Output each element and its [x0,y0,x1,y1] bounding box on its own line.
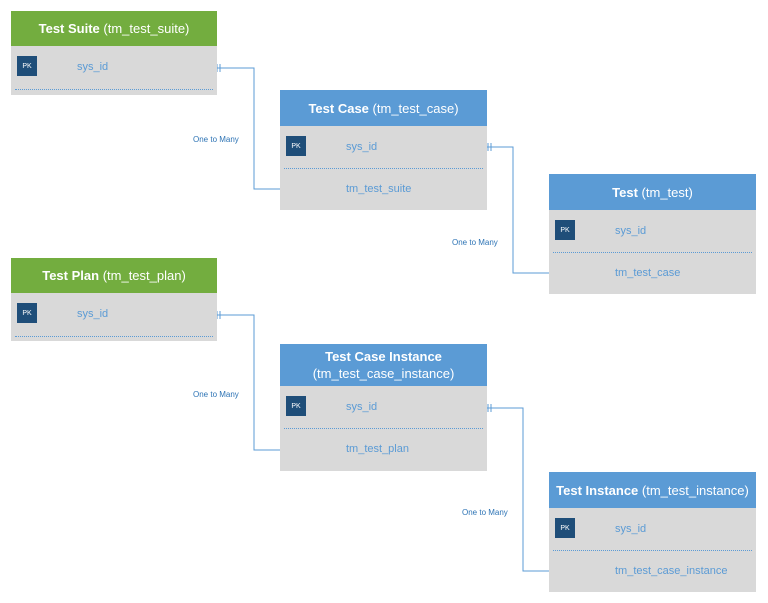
pk-badge: PK [286,396,306,416]
connector-suite-to-case [210,64,288,194]
entity-test[interactable]: Test (tm_test) PK sys_id tm_test_case [549,174,756,294]
entity-test-suite[interactable]: Test Suite (tm_test_suite) PK sys_id [11,11,217,95]
field-divider [284,168,483,169]
field-name: tm_test_plan [346,443,409,455]
field-row-pk: PK sys_id [11,293,217,335]
pk-badge: PK [17,56,37,76]
field-row-fk: tm_test_plan [280,428,487,470]
relationship-label: One to Many [462,508,508,517]
field-name: sys_id [346,141,378,153]
entity-table-name: (tm_test_suite) [103,21,190,36]
pk-badge: PK [17,303,37,323]
field-divider [553,550,752,551]
entity-header: Test Case (tm_test_case) [280,90,487,126]
entity-table-name: (tm_test_instance) [641,482,749,498]
field-name: sys_id [346,401,378,413]
connector-plan-to-case-instance [210,311,288,455]
field-row-fk: tm_test_case [549,252,756,294]
field-name: tm_test_case [615,267,681,279]
relationship-label: One to Many [193,390,239,399]
field-name: tm_test_case_instance [615,565,728,577]
entity-table-name: (tm_test) [641,184,693,200]
relationship-label: One to Many [452,238,498,247]
field-name: sys_id [615,225,647,237]
entity-test-plan[interactable]: Test Plan (tm_test_plan) PK sys_id [11,258,217,341]
entity-title: Test Plan [42,268,100,283]
field-row-fk: tm_test_case_instance [549,550,756,592]
entity-title: Test Case Instance [325,349,442,364]
entity-header: Test Plan (tm_test_plan) [11,258,217,293]
field-row-fk: tm_test_suite [280,168,487,210]
entity-title: Test Suite [38,21,100,36]
connector-case-to-test [481,143,557,278]
entity-table-name: (tm_test_plan) [102,268,186,283]
entity-test-case-instance[interactable]: Test Case Instance (tm_test_case_instanc… [280,344,487,471]
pk-badge: PK [555,220,575,240]
field-row-pk: PK sys_id [280,126,487,168]
connector-case-instance-to-instance [481,404,557,576]
entity-title: Test Instance [556,482,639,498]
entity-title: Test Case [308,100,369,116]
entity-title: Test [612,184,638,200]
field-divider [553,252,752,253]
field-divider [15,336,213,337]
field-row-pk: PK sys_id [280,386,487,428]
field-name: sys_id [77,61,109,73]
field-divider [15,89,213,90]
entity-test-case[interactable]: Test Case (tm_test_case) PK sys_id tm_te… [280,90,487,210]
entity-table-name: (tm_test_case) [372,100,459,116]
field-name: sys_id [615,523,647,535]
relationship-label: One to Many [193,135,239,144]
entity-header: Test Suite (tm_test_suite) [11,11,217,46]
pk-badge: PK [286,136,306,156]
field-name: sys_id [77,308,109,320]
pk-badge: PK [555,518,575,538]
field-divider [284,428,483,429]
entity-header: Test (tm_test) [549,174,756,210]
field-row-pk: PK sys_id [549,508,756,550]
field-name: tm_test_suite [346,183,412,195]
entity-table-name: (tm_test_case_instance) [312,366,455,381]
entity-header: Test Case Instance (tm_test_case_instanc… [280,344,487,386]
field-row-pk: PK sys_id [11,46,217,88]
entity-test-instance[interactable]: Test Instance (tm_test_instance) PK sys_… [549,472,756,592]
field-row-pk: PK sys_id [549,210,756,252]
entity-header: Test Instance (tm_test_instance) [549,472,756,508]
